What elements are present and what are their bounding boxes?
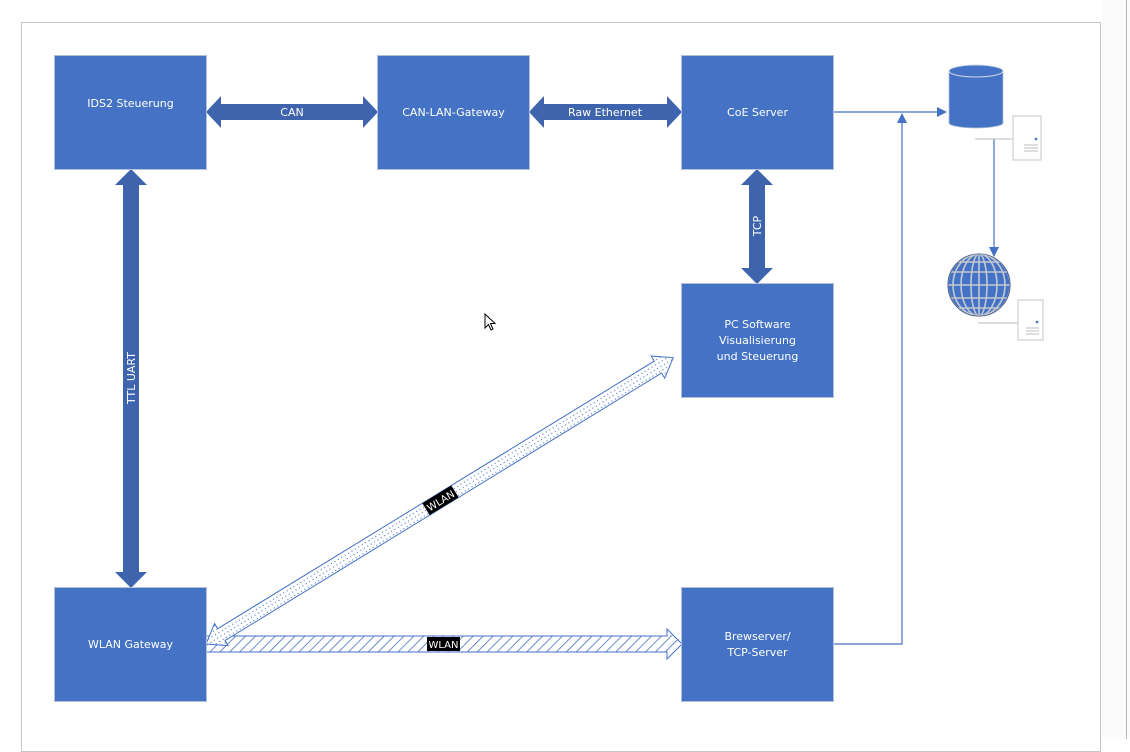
brewserver-to-database-line[interactable] — [833, 113, 907, 645]
tcp-label: TCP — [751, 215, 764, 237]
ttl-uart-arrow[interactable] — [115, 169, 147, 588]
tcp-arrow[interactable] — [741, 169, 773, 284]
node-wlan-gateway-label: WLAN Gateway — [87, 637, 174, 651]
server-icon — [975, 115, 1042, 161]
server-icon — [978, 299, 1044, 341]
scrollbar-track[interactable] — [1102, 0, 1130, 739]
wlan-horizontal-label: WLAN — [428, 640, 458, 651]
can-connection[interactable]: CAN — [206, 96, 378, 128]
mouse-cursor-icon — [484, 313, 497, 331]
node-brewserver[interactable]: Brewserver/ TCP-Server — [681, 587, 834, 702]
node-ids2-steuerung[interactable]: IDS2 Steuerung — [54, 55, 207, 170]
ttl-uart-label: TTL UART — [125, 352, 138, 405]
globe-icon[interactable] — [947, 253, 1011, 317]
node-brewserver-label: Brewserver/ TCP-Server — [724, 629, 791, 659]
node-coe-server[interactable]: CoE Server — [681, 55, 834, 170]
tcp-connection[interactable]: TCP — [741, 169, 773, 284]
node-wlan-gateway[interactable]: WLAN Gateway — [54, 587, 207, 702]
wlan-horizontal-label-bg — [427, 637, 460, 651]
raw-ethernet-label: Raw Ethernet — [568, 106, 643, 119]
node-pc-software[interactable]: PC Software Visualisierung und Steuerung — [681, 283, 834, 398]
node-can-lan-gateway[interactable]: CAN-LAN-Gateway — [377, 55, 530, 170]
wlan-diagonal-label-bg — [422, 485, 459, 516]
node-can-lan-gateway-label: CAN-LAN-Gateway — [402, 105, 505, 119]
can-label: CAN — [280, 106, 303, 119]
wlan-horizontal-connection[interactable]: WLAN — [205, 627, 683, 661]
wlan-diagonal-connection[interactable]: WLAN — [199, 347, 680, 655]
node-coe-server-label: CoE Server — [727, 105, 788, 119]
database-icon[interactable] — [948, 64, 1004, 129]
raw-ethernet-connection[interactable]: Raw Ethernet — [529, 96, 682, 128]
window-divider — [1126, 0, 1127, 739]
node-pc-software-label: PC Software Visualisierung und Steuerung — [716, 317, 799, 363]
node-ids2-label: IDS2 Steuerung — [87, 96, 174, 110]
can-arrow[interactable] — [206, 96, 378, 128]
ttl-uart-connection[interactable]: TTL UART — [115, 169, 147, 588]
raw-ethernet-arrow[interactable] — [529, 96, 682, 128]
